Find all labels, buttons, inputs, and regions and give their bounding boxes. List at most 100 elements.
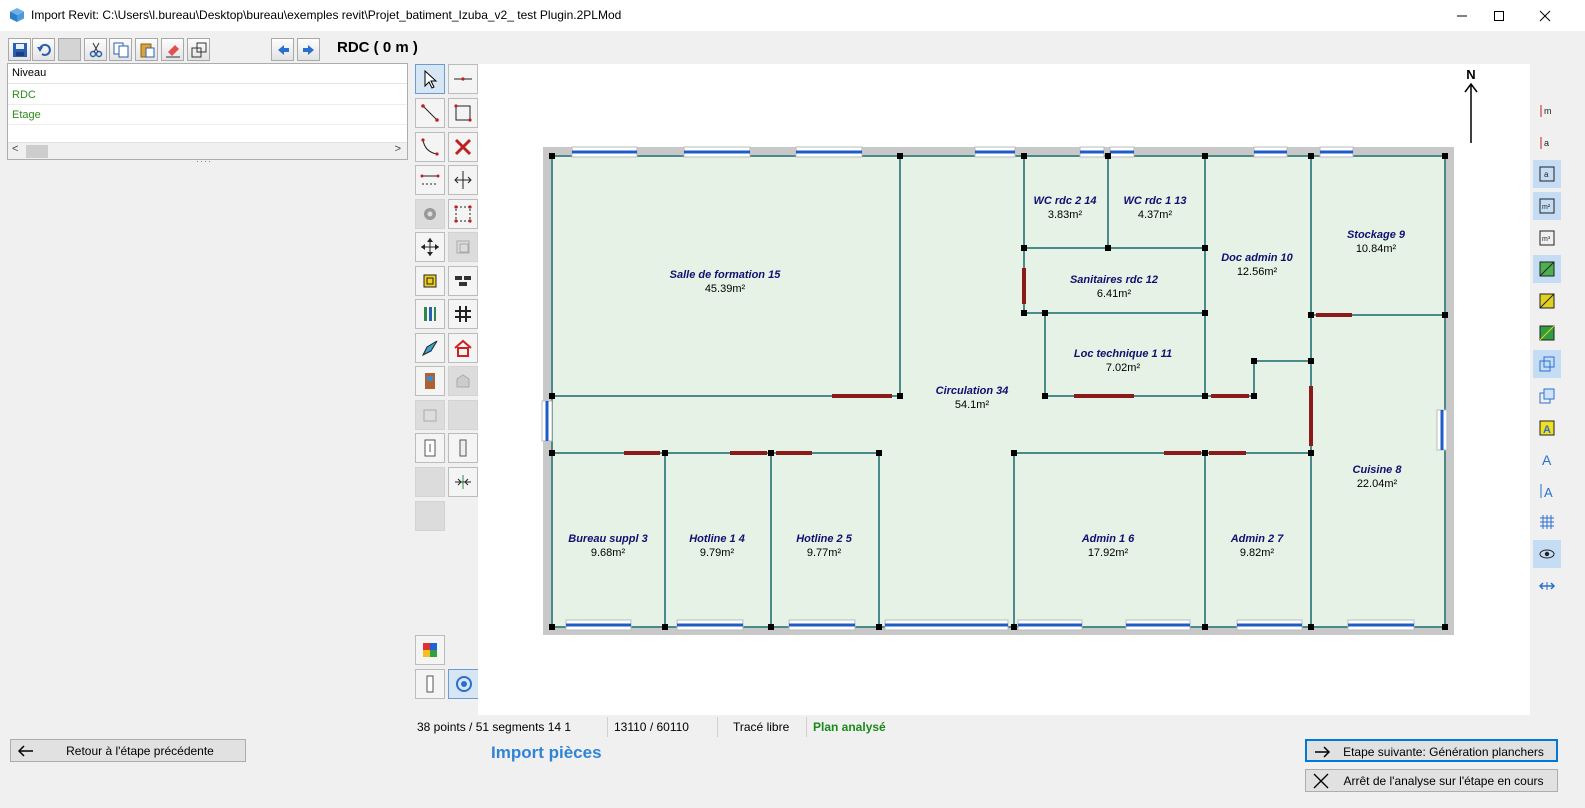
wall-node[interactable] [1105,245,1111,251]
scroll-right-icon[interactable]: > [394,143,401,155]
resize-horizontal-toggle[interactable] [1533,572,1561,600]
wall-node[interactable] [1308,450,1314,456]
wall-node[interactable] [897,153,903,159]
text-height-toggle[interactable]: A [1533,477,1561,505]
level-item-etage[interactable]: Etage [8,105,407,125]
ruler-tool[interactable] [415,669,445,699]
erase-button[interactable] [161,38,184,61]
text-box-toggle[interactable]: A [1533,414,1561,442]
wall-node[interactable] [1308,624,1314,630]
wall-node[interactable] [1442,312,1448,318]
horizontal-scrollbar[interactable]: < > [8,142,407,159]
box-tool[interactable] [415,266,445,296]
wall-node[interactable] [1308,358,1314,364]
wall-node[interactable] [1442,153,1448,159]
save-button[interactable] [8,38,31,61]
eye-toggle[interactable] [1533,540,1561,568]
room-label[interactable]: WC rdc 1 134.37m² [1124,195,1187,221]
wall-node[interactable] [876,624,882,630]
wall-node[interactable] [549,393,555,399]
hatch-green-toggle[interactable] [1533,319,1561,347]
brick-tool[interactable] [448,266,478,296]
split-tool[interactable] [448,165,478,195]
wall-node[interactable] [768,624,774,630]
settings-tool[interactable] [448,669,479,699]
line-tool[interactable] [448,64,478,94]
wall-node[interactable] [768,450,774,456]
wall-node[interactable] [1042,393,1048,399]
room-label-toggle[interactable]: a [1533,160,1561,188]
room-label[interactable]: Bureau suppl 39.68m² [568,533,647,559]
room-label[interactable]: WC rdc 2 143.83m² [1034,195,1097,221]
grid-tool[interactable] [448,299,478,329]
delete-node-tool[interactable] [448,132,478,162]
wall-node[interactable] [1202,624,1208,630]
splitter-grip[interactable]: ···· [196,156,212,166]
previous-level-button[interactable] [271,38,294,61]
wall-node[interactable] [1021,245,1027,251]
next-step-button[interactable]: Etape suivante: Génération planchers [1305,739,1558,762]
rectangle-tool[interactable] [448,98,478,128]
text-toggle[interactable]: A [1533,445,1561,473]
pen-tool[interactable] [415,333,445,363]
hatch-toggle[interactable] [1533,255,1561,283]
overlap-toggle[interactable] [1533,350,1561,378]
panel-tool[interactable] [448,433,478,463]
wall-node[interactable] [1011,450,1017,456]
hatch-yellow-toggle[interactable] [1533,287,1561,315]
overlap-alt-toggle[interactable] [1533,382,1561,410]
columns-tool[interactable] [415,299,445,329]
wall-node[interactable] [897,393,903,399]
scroll-thumb[interactable] [26,145,48,158]
duplicate-button[interactable] [187,38,210,61]
close-button[interactable] [1522,0,1568,31]
select-tool[interactable] [415,64,445,94]
move-tool[interactable] [415,232,445,262]
wall-node[interactable] [1011,624,1017,630]
wall-node[interactable] [1442,624,1448,630]
wall-node[interactable] [549,153,555,159]
wall-node[interactable] [1202,393,1208,399]
wall-node[interactable] [1308,312,1314,318]
wall-node[interactable] [1202,245,1208,251]
wall-node[interactable] [1021,310,1027,316]
room-label[interactable]: Hotline 1 49.79m² [689,533,745,559]
room-volume-toggle[interactable]: m³ [1533,224,1561,252]
cut-button[interactable] [84,38,107,61]
wall-node[interactable] [1308,153,1314,159]
room-label[interactable]: Cuisine 822.04m² [1353,464,1403,490]
stop-analysis-button[interactable]: Arrêt de l'analyse sur l'étape en cours [1305,769,1558,792]
next-level-button[interactable] [297,38,320,61]
level-column-header[interactable]: Niveau [8,64,407,84]
scroll-left-icon[interactable]: < [12,143,19,155]
wall-node[interactable] [876,450,882,456]
align-tool[interactable] [448,467,478,497]
wall-node[interactable] [1251,358,1257,364]
wall-node[interactable] [1251,393,1257,399]
room-label[interactable]: Stockage 910.84m² [1347,229,1406,255]
maximize-button[interactable] [1476,0,1522,31]
room-label[interactable]: Sanitaires rdc 126.41m² [1070,274,1158,300]
room-label[interactable]: Hotline 2 59.77m² [796,533,853,559]
dimension-m-toggle[interactable]: m [1533,97,1561,125]
page-tool[interactable] [415,433,445,463]
door-tool[interactable] [415,366,445,396]
dimension-tool[interactable] [415,165,445,195]
wall-node[interactable] [1202,450,1208,456]
wall-node[interactable] [1202,310,1208,316]
room-label[interactable]: Admin 1 617.92m² [1081,533,1135,559]
segment-tool[interactable] [415,98,445,128]
level-item-rdc[interactable]: RDC [8,85,407,105]
back-button[interactable]: Retour à l'étape précédente [10,739,246,762]
arc-tool[interactable] [415,132,445,162]
wall-node[interactable] [1202,153,1208,159]
wall-node[interactable] [1042,310,1048,316]
paste-button[interactable] [135,38,158,61]
wall-node[interactable] [549,624,555,630]
room-area-toggle[interactable]: m² [1533,192,1561,220]
dimension-a-toggle[interactable]: a [1533,129,1561,157]
home-tool[interactable] [448,333,478,363]
